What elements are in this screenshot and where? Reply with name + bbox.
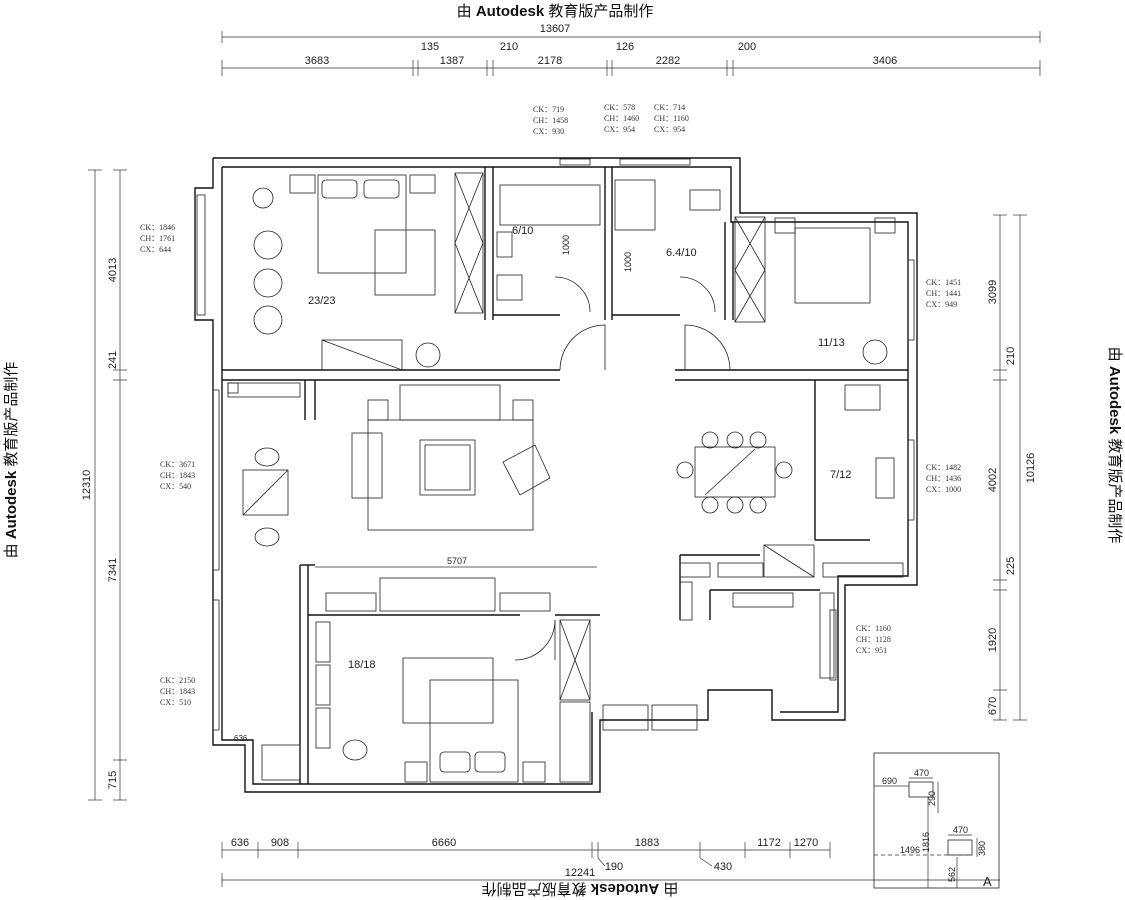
left-dimension-chain: 12310 4013 241 7341 715 [81, 169, 127, 801]
svg-text:CK：1160: CK：1160 [856, 624, 891, 633]
dim-bedroom-width: 5707 [447, 556, 467, 566]
svg-text:210: 210 [500, 41, 518, 53]
svg-text:6660: 6660 [432, 837, 456, 849]
svg-text:908: 908 [271, 837, 289, 849]
svg-text:690: 690 [882, 776, 897, 786]
bottom-dimension-chain: 636 908 6660 190 1883 430 1172 1270 1224… [221, 837, 1000, 887]
svg-text:4002: 4002 [987, 468, 999, 492]
watermark-bottom: 由 Autodesk 教育版产品制作 [482, 880, 679, 897]
svg-text:CX：510: CX：510 [160, 698, 191, 707]
svg-text:7341: 7341 [107, 558, 119, 582]
svg-text:470: 470 [914, 768, 929, 778]
windows [196, 158, 915, 731]
svg-text:380: 380 [977, 841, 987, 856]
svg-text:CK：1451: CK：1451 [926, 278, 961, 287]
svg-text:562: 562 [947, 867, 957, 882]
svg-text:2282: 2282 [656, 55, 680, 67]
svg-text:470: 470 [953, 825, 968, 835]
watermark-right: 由 Autodesk 教育版产品制作 [1106, 347, 1123, 544]
svg-text:1387: 1387 [440, 55, 464, 67]
svg-text:1270: 1270 [794, 837, 818, 849]
svg-text:CX：951: CX：951 [856, 646, 887, 655]
room-label-bedroom-3: 18/18 [348, 659, 376, 671]
svg-text:A: A [983, 874, 992, 889]
svg-text:CH：1843: CH：1843 [160, 687, 195, 696]
svg-text:CX：1000: CX：1000 [926, 485, 961, 494]
svg-text:3683: 3683 [305, 55, 329, 67]
svg-text:CH：1441: CH：1441 [926, 289, 961, 298]
dim-vanity-1: 1000 [561, 235, 571, 255]
svg-text:4013: 4013 [107, 258, 119, 282]
dim-vanity-2: 1000 [623, 252, 633, 272]
svg-text:CK：1482: CK：1482 [926, 463, 961, 472]
svg-text:CX：954: CX：954 [604, 125, 635, 134]
svg-text:126: 126 [616, 41, 634, 53]
room-label-kitchen: 7/12 [830, 469, 851, 481]
room-label-bedroom-2: 11/13 [818, 337, 845, 349]
svg-text:12241: 12241 [565, 867, 596, 879]
svg-text:290: 290 [927, 791, 937, 806]
svg-text:190: 190 [605, 861, 623, 873]
top-dimension-chain: 13607 3683 135 1387 210 2178 126 2282 20… [221, 23, 1041, 76]
svg-text:3099: 3099 [987, 280, 999, 304]
watermark-top: 由 Autodesk 教育版产品制作 [457, 3, 654, 20]
room-label-bathroom-1: 6/10 [512, 225, 533, 237]
svg-text:CH：1843: CH：1843 [160, 471, 195, 480]
watermark-left: 由 Autodesk 教育版产品制作 [3, 362, 20, 559]
svg-text:CX：540: CX：540 [160, 482, 191, 491]
svg-text:225: 225 [1005, 557, 1017, 575]
svg-text:CK：3671: CK：3671 [160, 460, 195, 469]
svg-text:CH：1761: CH：1761 [140, 234, 175, 243]
svg-text:200: 200 [738, 41, 756, 53]
svg-text:CK：719: CK：719 [533, 105, 564, 114]
furniture [227, 172, 904, 783]
svg-text:CX：954: CX：954 [654, 125, 685, 134]
dim-closet: 636 [234, 734, 248, 743]
svg-text:CK：1846: CK：1846 [140, 223, 175, 232]
svg-text:715: 715 [107, 771, 119, 789]
svg-text:241: 241 [107, 351, 119, 369]
svg-text:12310: 12310 [81, 470, 93, 501]
svg-text:1920: 1920 [987, 628, 999, 652]
doors [514, 276, 731, 661]
svg-text:10126: 10126 [1025, 453, 1037, 484]
svg-text:135: 135 [421, 41, 439, 53]
svg-text:430: 430 [714, 861, 732, 873]
room-label-master-bedroom: 23/23 [308, 295, 336, 307]
svg-text:636: 636 [231, 837, 249, 849]
svg-text:CX：949: CX：949 [926, 300, 957, 309]
svg-text:1496: 1496 [900, 845, 920, 855]
svg-text:CH：1160: CH：1160 [654, 114, 689, 123]
svg-text:CH：1436: CH：1436 [926, 474, 961, 483]
svg-text:670: 670 [987, 697, 999, 715]
inset-detail-a: 470 690 290 1816 470 1496 380 562 A [873, 752, 1000, 889]
walls [194, 157, 918, 793]
svg-text:CX：644: CX：644 [140, 245, 171, 254]
svg-text:CK：2150: CK：2150 [160, 676, 195, 685]
svg-text:3406: 3406 [873, 55, 897, 67]
svg-text:CH：1460: CH：1460 [604, 114, 639, 123]
svg-text:13607: 13607 [540, 23, 571, 35]
svg-text:1883: 1883 [635, 837, 659, 849]
svg-text:CH：1458: CH：1458 [533, 116, 568, 125]
svg-text:2178: 2178 [538, 55, 562, 67]
svg-text:CK：578: CK：578 [604, 103, 635, 112]
svg-text:CH：1128: CH：1128 [856, 635, 891, 644]
right-dimension-chain: 10126 3099 210 4002 225 1920 670 [987, 214, 1037, 721]
svg-text:1816: 1816 [921, 832, 931, 852]
svg-text:1172: 1172 [757, 837, 781, 849]
svg-text:CX：930: CX：930 [533, 127, 564, 136]
svg-text:CK：714: CK：714 [654, 103, 685, 112]
svg-text:210: 210 [1005, 347, 1017, 365]
room-label-bathroom-2: 6.4/10 [666, 247, 697, 259]
